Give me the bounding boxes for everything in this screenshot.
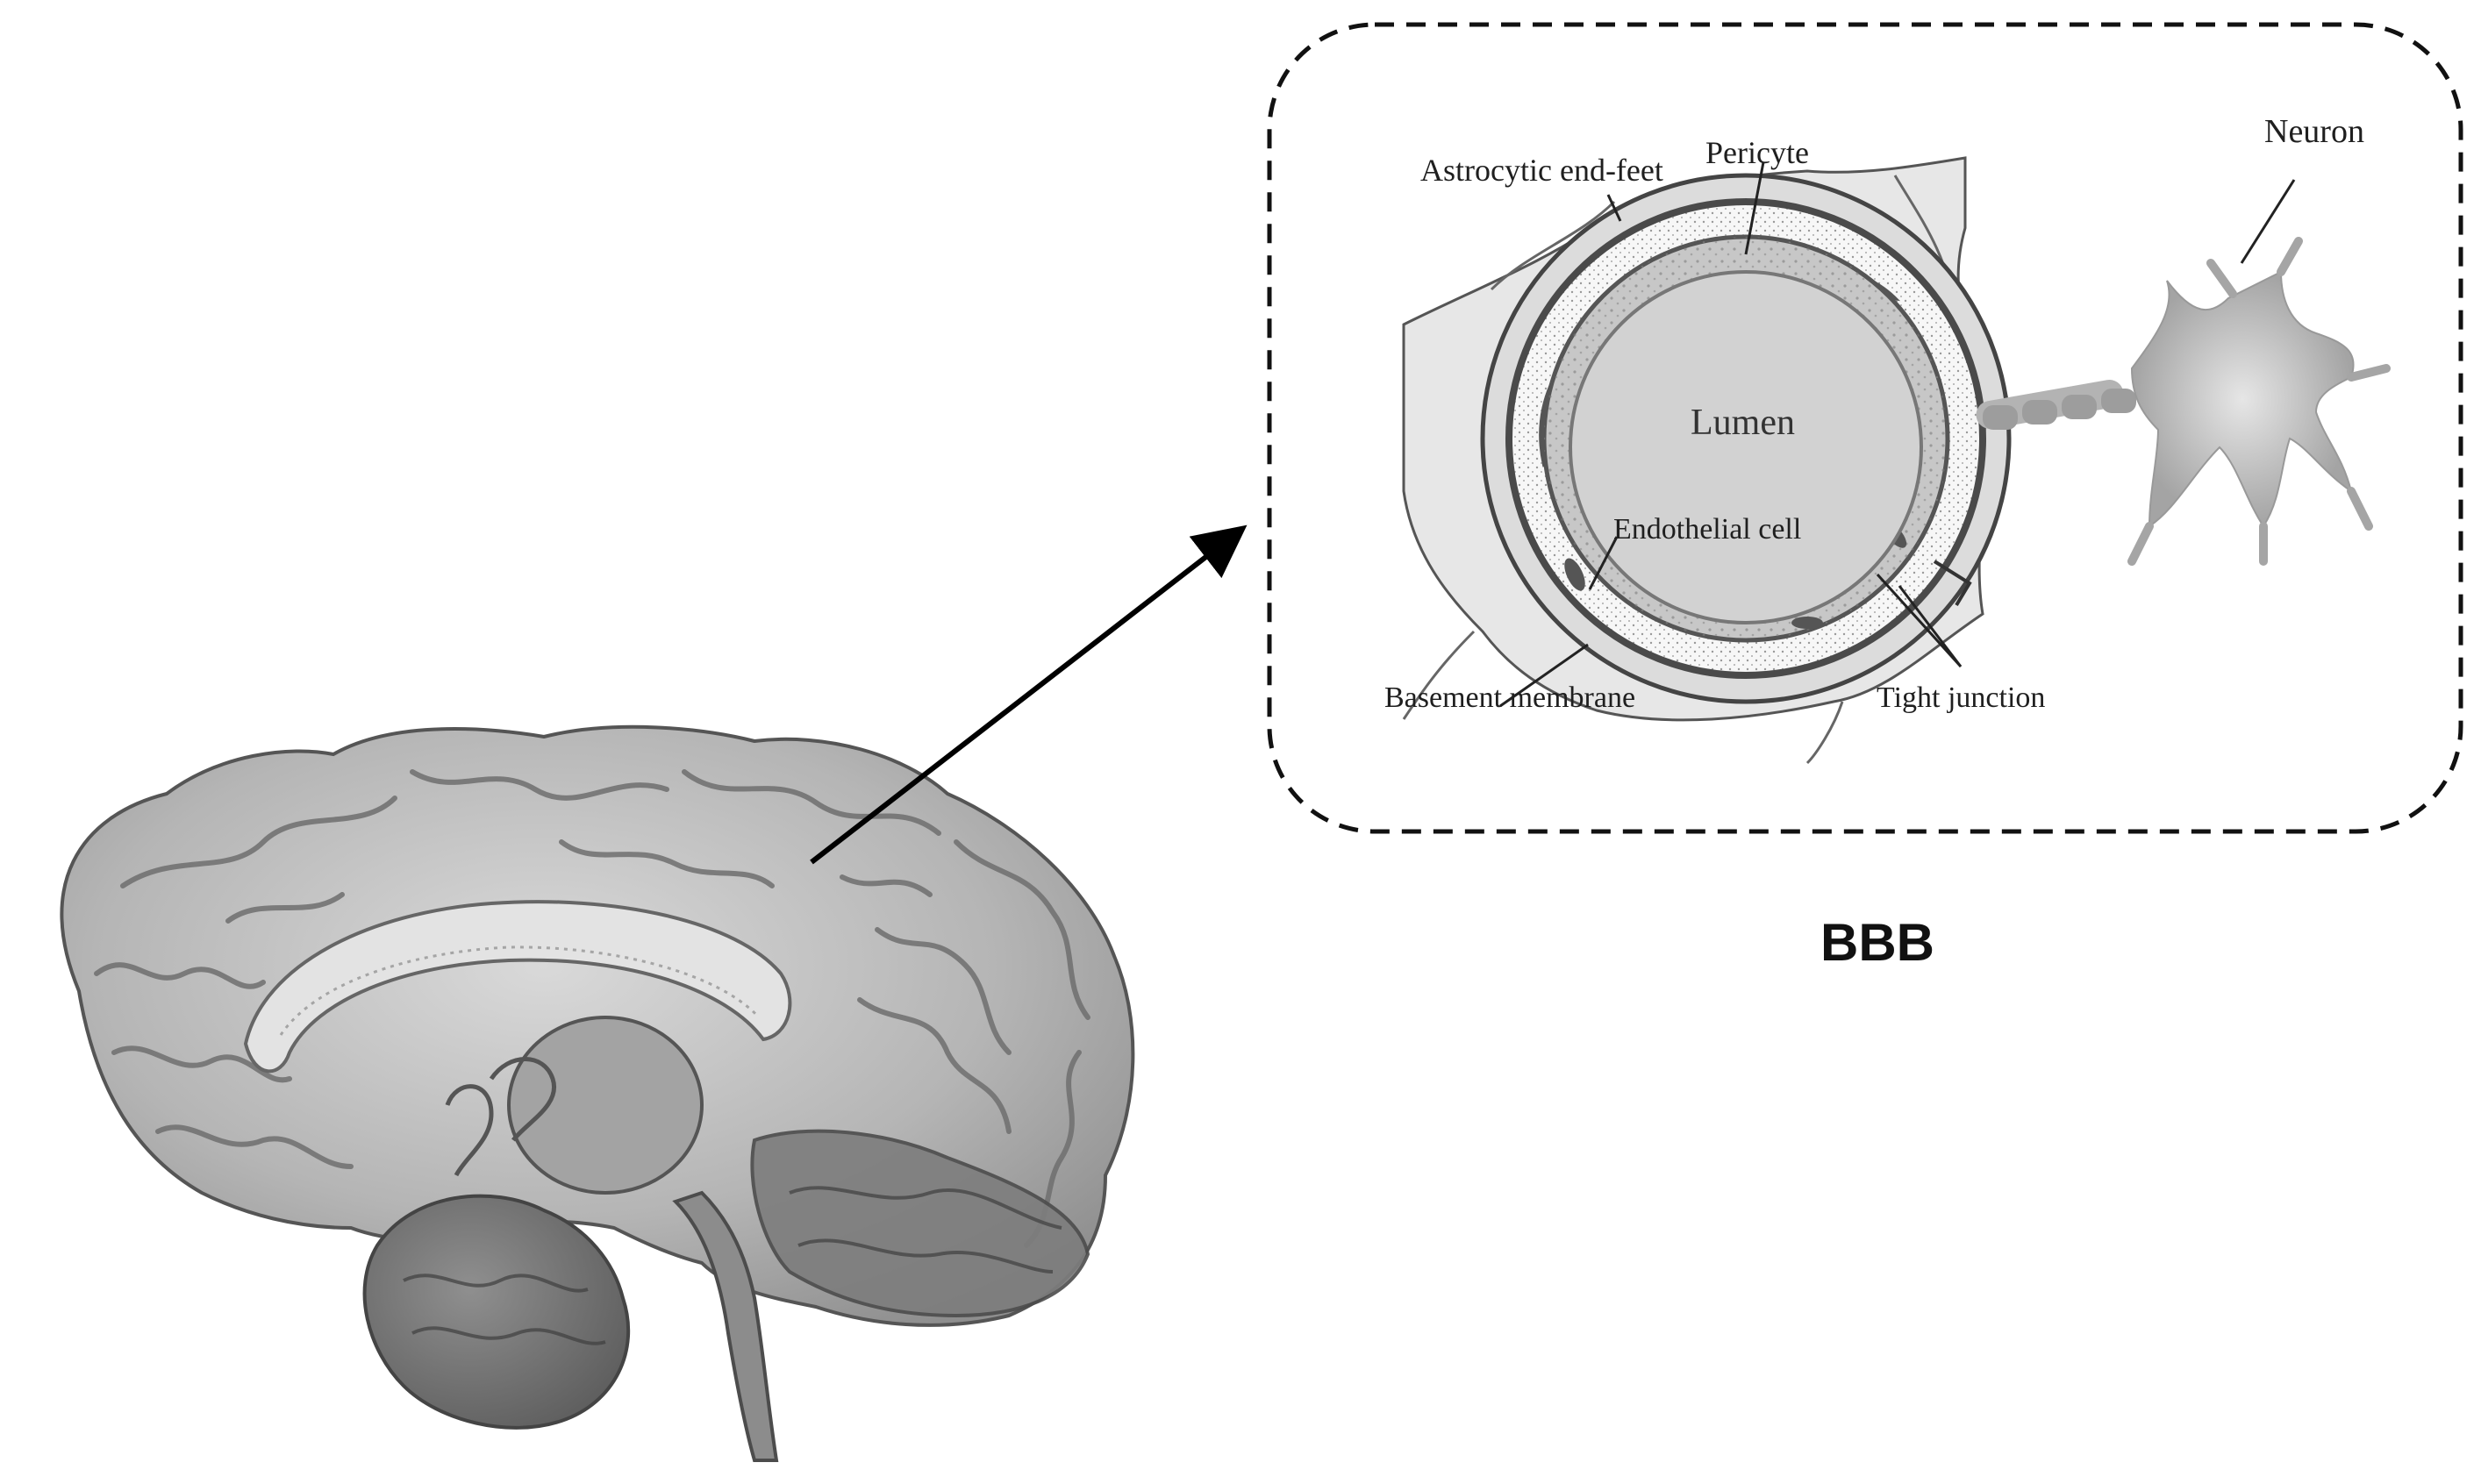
label-tight-junction: Tight junction [1877, 681, 2045, 714]
leader-lines [1499, 161, 2296, 708]
label-pericyte: Pericyte [1705, 135, 1809, 170]
brainstem [672, 1190, 779, 1462]
brain-illustration [60, 724, 1135, 1462]
zoom-arrow [810, 524, 1248, 865]
neuron-illustration [1976, 237, 2391, 566]
cerebellum [362, 1194, 631, 1430]
gyri-lines [94, 769, 1090, 1248]
bbb-zoom-frame [1267, 22, 2463, 834]
diagram-title: BBB [1820, 913, 1934, 972]
thalamus [507, 1016, 704, 1195]
lumen [1569, 270, 1923, 624]
neuron-body [2130, 270, 2355, 528]
label-neuron: Neuron [2264, 113, 2364, 150]
label-astrocytic-end-feet: Astrocytic end-feet [1420, 153, 1663, 188]
label-endothelial-cell: Endothelial cell [1613, 513, 1801, 546]
label-basement-membrane: Basement membrane [1384, 681, 1635, 714]
temporal-lobe [750, 1129, 1090, 1318]
bbb-cross-section [1402, 156, 2012, 765]
label-lumen: Lumen [1691, 403, 1795, 443]
tight-junction-mark [1933, 560, 1972, 607]
corpus-callosum [243, 900, 792, 1074]
